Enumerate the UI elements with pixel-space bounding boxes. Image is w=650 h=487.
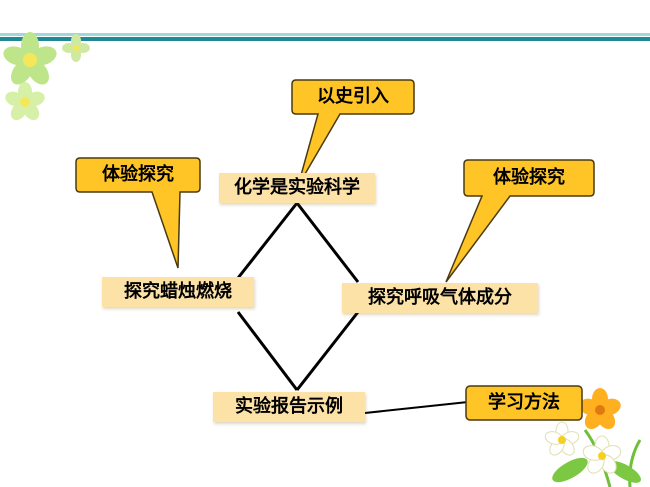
callout-experience-left: 体验探究 — [76, 164, 200, 186]
node-chemistry-is-experimental-science: 化学是实验科学 — [219, 173, 375, 203]
connector-top-left — [238, 203, 297, 278]
node-lab-report-example: 实验报告示例 — [213, 392, 365, 422]
node-candle-burning-inquiry: 探究蜡烛燃烧 — [102, 277, 254, 307]
connector-method — [365, 402, 468, 413]
callout-method: 学习方法 — [466, 392, 582, 414]
node-breath-gas-inquiry: 探究呼吸气体成分 — [342, 283, 538, 313]
connector-left-bottom — [238, 312, 297, 390]
callout-history: 以史引入 — [292, 86, 414, 108]
connector-right-bottom — [297, 312, 358, 390]
connector-top-right — [297, 203, 358, 282]
callout-experience-right: 体验探究 — [464, 167, 594, 189]
flower-decoration-top-left — [1, 32, 90, 123]
